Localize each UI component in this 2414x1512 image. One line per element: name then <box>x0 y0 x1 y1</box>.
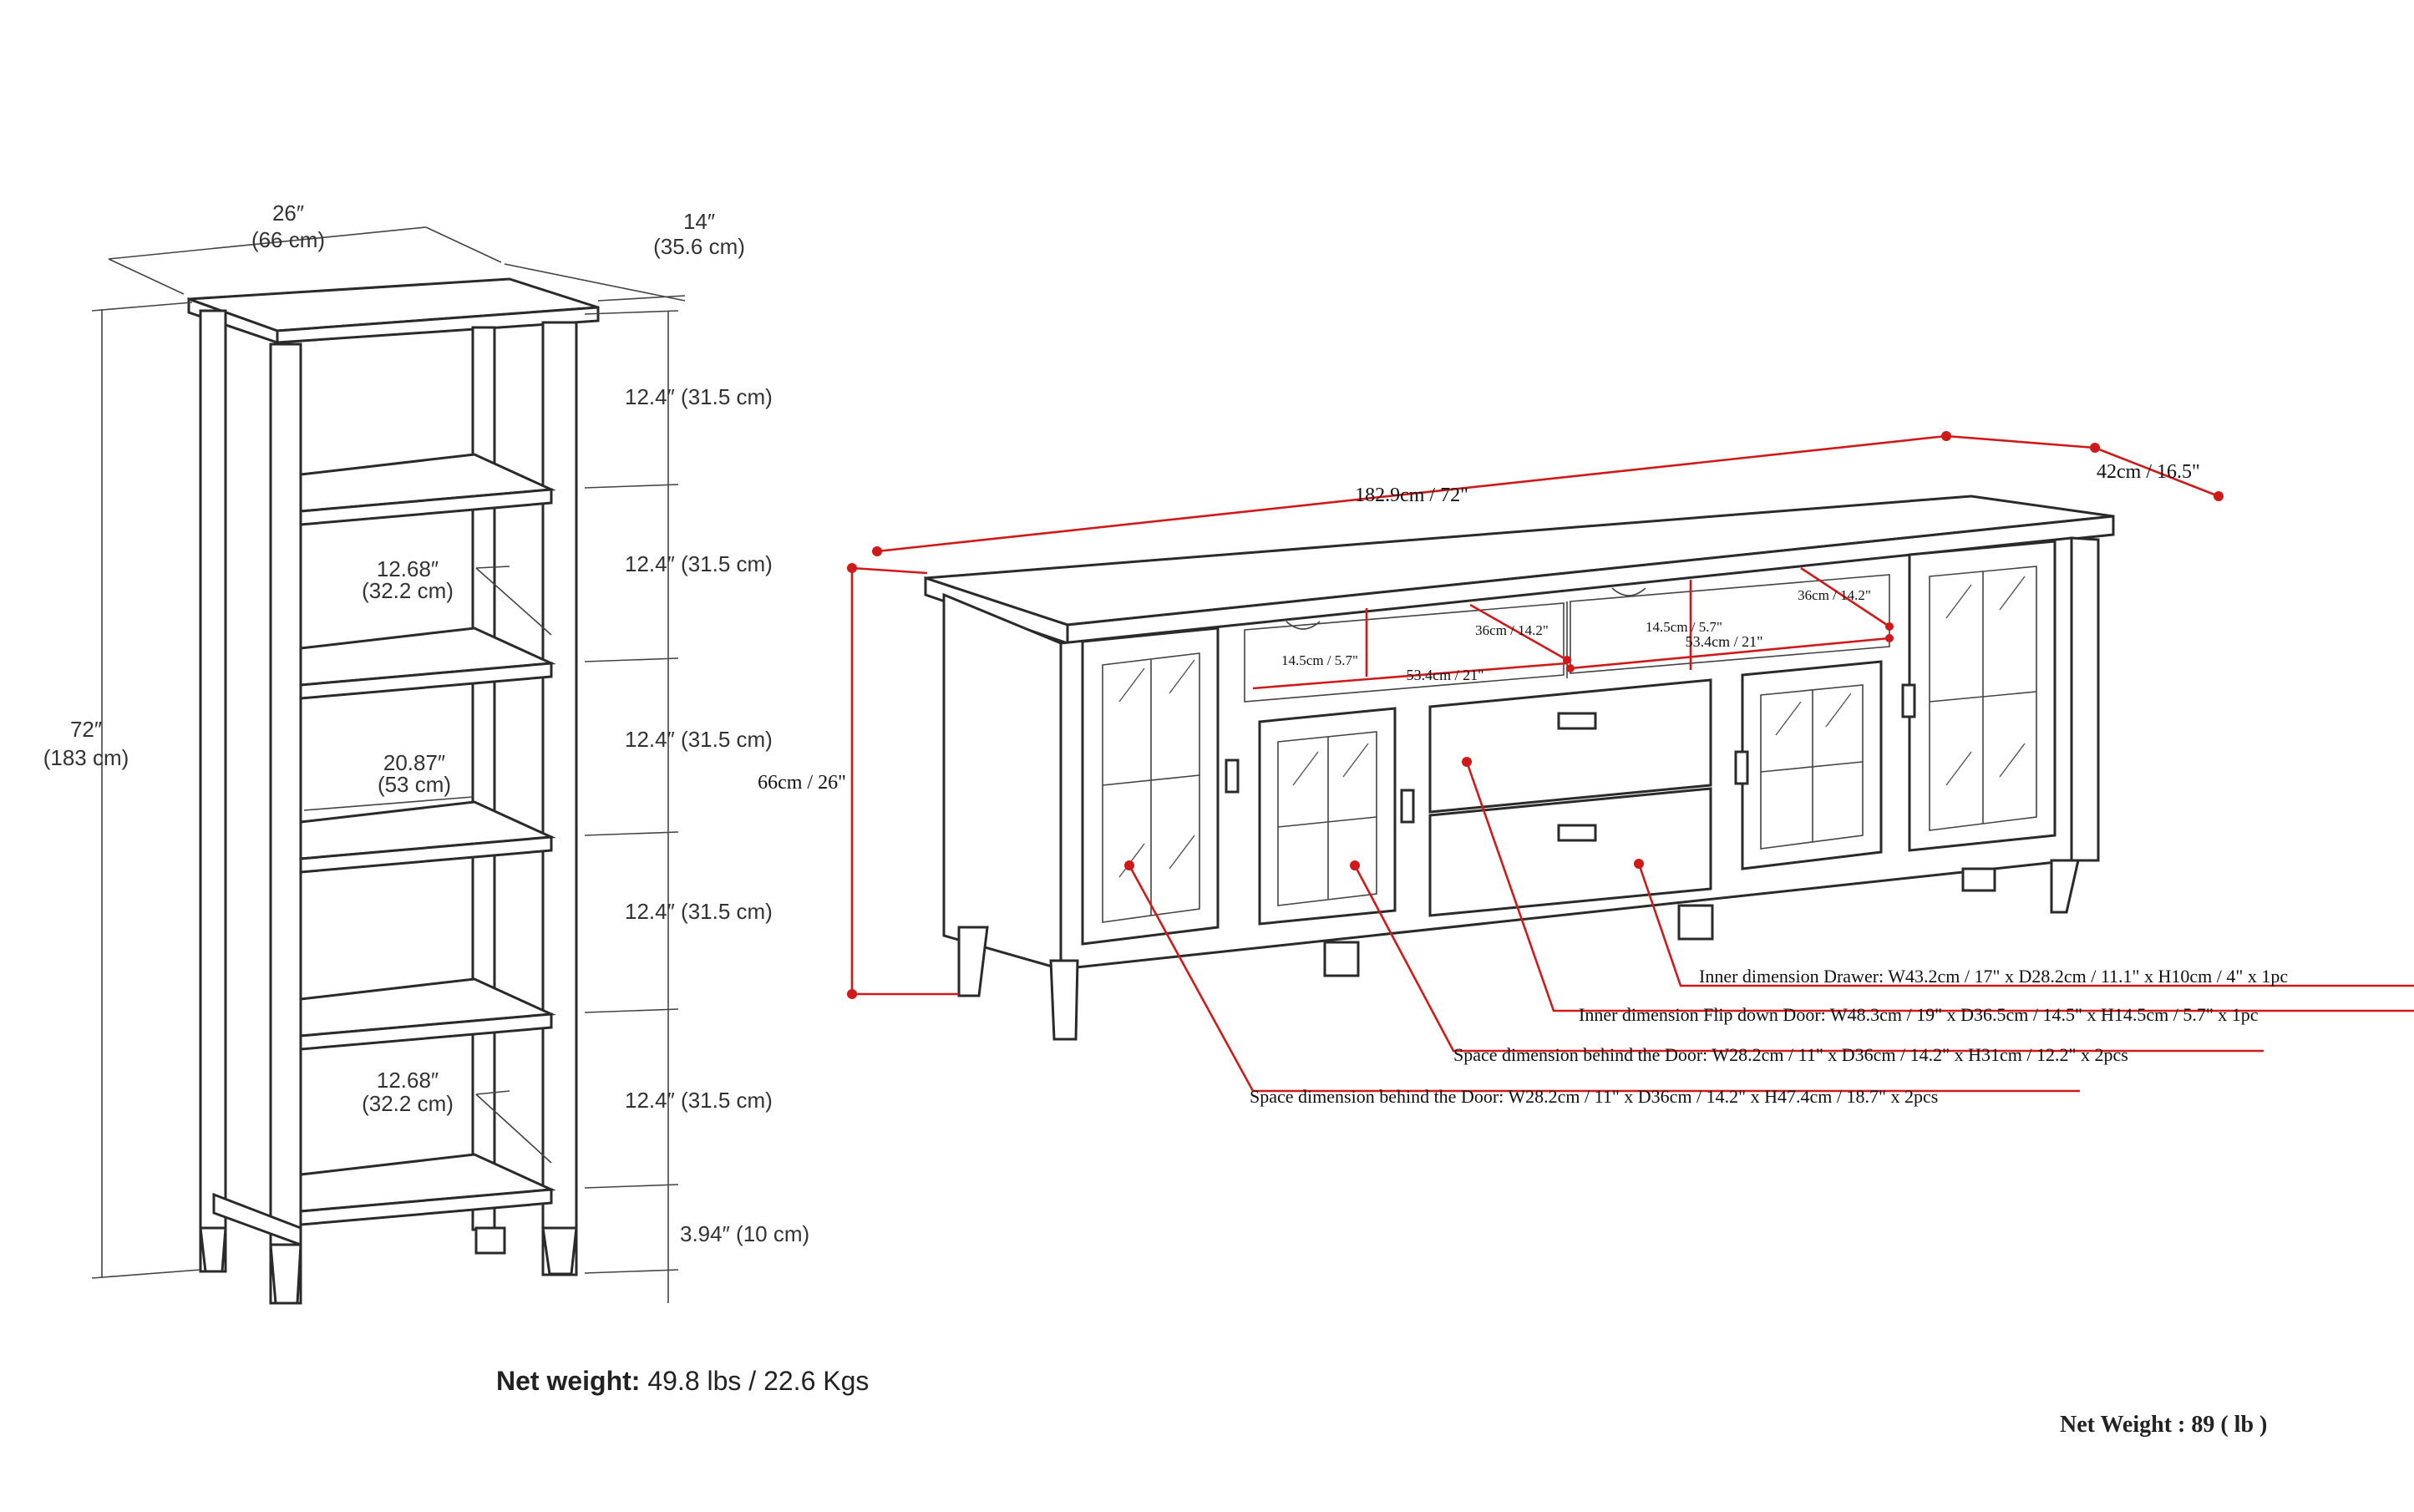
door-handle-icon <box>1901 683 1916 718</box>
bookcase-dimension-lines <box>91 226 686 1303</box>
tv-stand-drawing: 182.9cm / 72" 42cm / 16.5" 66cm / 26" 14… <box>758 431 2414 1438</box>
shelf-depth-2-cm: (32.2 cm) <box>362 1091 454 1116</box>
callout-glass-doors: Space dimension behind the Door: W28.2cm… <box>1250 1086 1938 1107</box>
bookcase-height-inches: 72″ <box>70 717 102 742</box>
tv-stand-height: 66cm / 26" <box>758 772 846 794</box>
tv-stand-net-weight: Net Weight : 89 ( lb ) <box>2060 1412 2267 1438</box>
callout-drawer: Inner dimension Drawer: W43.2cm / 17" x … <box>1699 966 2288 987</box>
bookcase-front-left-post <box>269 342 302 1305</box>
bookcase-front-right-post <box>541 321 578 1276</box>
shelf-spacing-3: 12.4″ (31.5 cm) <box>625 727 773 752</box>
bookcase-width-inches: 26″ <box>272 200 304 226</box>
bookcase-height-cm: (183 cm) <box>43 745 129 770</box>
shelf-spacing-4: 12.4″ (31.5 cm) <box>625 899 773 924</box>
bookcase-shelves <box>299 453 556 1226</box>
right-compartment-width: 53.4cm / 21" <box>1686 633 1763 650</box>
tv-stand-left-glass-door <box>1081 627 1240 946</box>
tv-stand-inner-right-door <box>1734 660 1883 870</box>
shelf-depth-2-inches: 12.68″ <box>377 1068 439 1093</box>
door-handle-icon <box>1225 759 1240 794</box>
bookcase-width-cm: (66 cm) <box>251 227 325 252</box>
door-handle-icon <box>1400 789 1415 824</box>
door-handle-icon <box>1734 750 1749 785</box>
drawer-pull-icon <box>1557 824 1597 842</box>
tv-stand-width: 182.9cm / 72" <box>1355 485 1468 506</box>
shelf-spacing-5: 12.4″ (31.5 cm) <box>625 1088 773 1113</box>
left-compartment-width: 53.4cm / 21" <box>1407 667 1484 683</box>
tv-stand-dimension-lines <box>847 431 2414 1093</box>
callout-inner-doors: Space dimension behind the Door: W28.2cm… <box>1453 1044 2128 1065</box>
shelf-spacing-2: 12.4″ (31.5 cm) <box>625 551 773 576</box>
shelf-width-cm: (53 cm) <box>378 772 451 797</box>
left-compartment-height: 14.5cm / 5.7" <box>1281 652 1358 668</box>
bookcase-depth-cm: (35.6 cm) <box>653 234 745 259</box>
tv-stand-right-glass-door <box>1901 540 2056 852</box>
bookcase-base-height: 3.94″ (10 cm) <box>680 1221 809 1246</box>
bookcase-drawing: 26″ (66 cm) 14″ (35.6 cm) 72″ (183 cm) 1… <box>43 200 870 1396</box>
tv-stand-depth: 42cm / 16.5" <box>2097 461 2200 483</box>
bookcase-back-left-post <box>199 309 227 1273</box>
left-compartment-depth: 36cm / 14.2" <box>1475 622 1549 638</box>
shelf-depth-1-cm: (32.2 cm) <box>362 578 454 603</box>
shelf-depth-1-inches: 12.68″ <box>377 556 439 581</box>
drawer-pull-icon <box>1557 712 1597 730</box>
shelf-spacing-1: 12.4″ (31.5 cm) <box>625 384 773 409</box>
bookcase-depth-inches: 14″ <box>683 209 715 234</box>
tv-stand-drawers <box>1428 678 1712 917</box>
callout-flip-down-door: Inner dimension Flip down Door: W48.3cm … <box>1579 1004 2259 1025</box>
right-compartment-height: 14.5cm / 5.7" <box>1646 619 1722 635</box>
tv-stand-open-compartments <box>1244 574 1890 703</box>
shelf-width-inches: 20.87″ <box>383 750 445 775</box>
bookcase-net-weight: Net weight: 49.8 lbs / 22.6 Kgs <box>496 1366 869 1396</box>
tv-stand-inner-left-door <box>1258 707 1415 926</box>
right-compartment-depth: 36cm / 14.2" <box>1798 587 1871 603</box>
